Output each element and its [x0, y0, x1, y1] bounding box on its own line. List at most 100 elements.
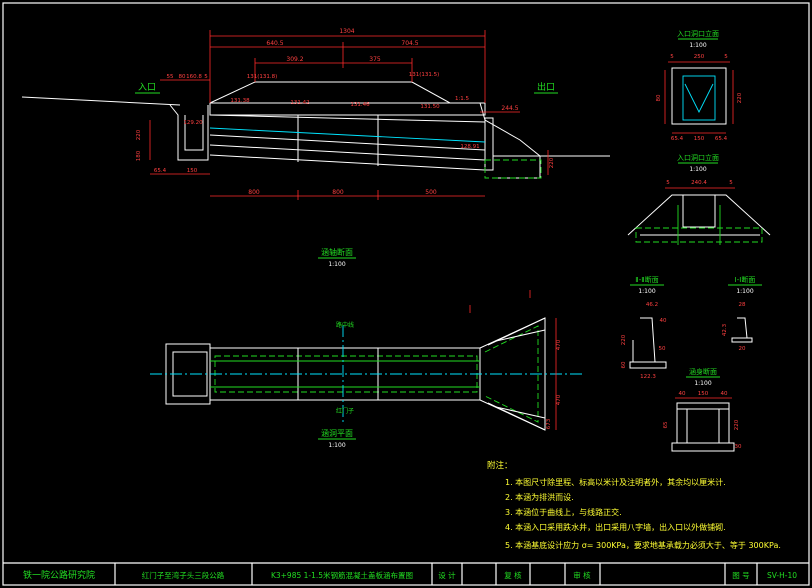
dim-seg3: 500	[425, 189, 437, 196]
elev-outlet-bottom: 128.91	[460, 144, 479, 150]
inlet-well-chute	[684, 83, 714, 114]
plan-dim3: 673	[546, 418, 552, 429]
culvert-bottom-line	[209, 134, 486, 151]
section-1-dim-a: 28	[739, 302, 746, 308]
body-footing	[671, 442, 735, 452]
outlet-elevation: 入口洞口立面 1:100 5 240.4 5	[627, 153, 771, 245]
elev-e3: 131.46	[350, 102, 370, 108]
inlet-elevation: 入口洞口立面 1:100 5 250 5 65.4 150 65.4 220 8…	[656, 29, 743, 142]
section-2-footing	[629, 361, 667, 369]
plan-scale: 1:100	[328, 442, 345, 449]
culvert-axis	[209, 127, 486, 143]
inlet-dim-h: 80	[656, 94, 662, 101]
longitudinal-title: 涵轴断面	[321, 247, 353, 257]
dim-mid2: 375	[369, 56, 381, 63]
inlet-dim-g: 220	[737, 92, 743, 103]
plan-wingwalls-hidden	[484, 325, 539, 423]
section-2-dim-c: 122.3	[640, 374, 656, 380]
section-2-dim-b: 40	[660, 318, 667, 324]
dim-side-h3: 220	[549, 157, 555, 168]
elev-inlet-bottom: 129.20	[183, 120, 203, 126]
dim-seg2: 800	[332, 189, 344, 196]
outlet-dim-a: 5	[666, 180, 670, 186]
dim-right-half: 704.5	[401, 40, 418, 47]
body-dim-a: 40	[679, 391, 686, 397]
dim-left-small4: 5	[204, 74, 208, 80]
elev-e1: 131.38	[230, 98, 250, 104]
section-1-footing	[731, 337, 753, 343]
section-2: Ⅱ-Ⅱ断面 1:100 46.2 40 122.3 50 220 60	[621, 275, 667, 380]
outlet-opening	[682, 194, 716, 228]
note-3: 3. 本涵位于曲线上，与线路正交.	[505, 507, 622, 517]
outlet-label: 出口	[537, 81, 555, 93]
dim-left-small1: 55	[167, 74, 174, 80]
title-approve-label: 审 核	[573, 570, 591, 580]
body-dim-e: 220	[734, 419, 740, 430]
plan-road-label: 路中线	[336, 321, 354, 329]
section-1-wall	[734, 317, 748, 339]
embankment-slope-right	[479, 102, 541, 157]
longitudinal-scale: 1:100	[328, 261, 345, 268]
elev-e4: 131.50	[420, 104, 440, 110]
section-2-dim-f: 60	[621, 361, 627, 368]
section-2-scale: 1:100	[638, 288, 655, 295]
dim-side-h2: 180	[136, 150, 142, 161]
section-1-dim-b: 42.3	[722, 323, 728, 336]
inlet-well-inner	[184, 115, 204, 151]
section-1: Ⅰ-Ⅰ断面 1:100 28 42.3 20	[722, 275, 762, 352]
body-section-scale: 1:100	[694, 380, 711, 387]
title-drawing-no: SV-H-10	[767, 571, 797, 580]
title-block: 铁一院公路研究院 红门子至湾子头三段公路 K3+985 1-1.5米钢筋混凝土盖…	[3, 562, 809, 585]
plan-hatch-w2	[495, 329, 546, 342]
cover-slab	[209, 102, 486, 116]
title-design-label: 设 计	[438, 570, 456, 580]
outlet-headwall	[484, 117, 494, 171]
title-org: 铁一院公路研究院	[23, 569, 95, 581]
section-2-dim-d: 50	[659, 346, 666, 352]
body-cover-slab	[676, 402, 730, 410]
plan-view: 470 470 673 路中线 红门子 涵洞平面 1:100	[150, 290, 585, 449]
inlet-well-outer	[671, 67, 727, 125]
body-dim-d: 65	[663, 421, 669, 428]
inlet-dim-d: 65.4	[671, 136, 684, 142]
notes: 附注： 1. 本图尺寸除里程、标高以米计及注明者外，其余均以厘米计. 2. 本涵…	[487, 460, 781, 550]
title-project: 红门子至湾子头三段公路	[142, 570, 225, 580]
body-section-title: 涵身断面	[689, 367, 717, 376]
body-section: 涵身断面 1:100 40 150 40 65 220 30	[663, 367, 742, 452]
outlet-elevation-scale: 1:100	[689, 166, 706, 173]
note-5: 5. 本涵基底设计应力 σ= 300KPa，要求地基承载力必须大于、等于 300…	[505, 540, 781, 550]
note-1: 1. 本图尺寸除里程、标高以米计及注明者外，其余均以厘米计.	[505, 477, 726, 487]
note-2: 2. 本涵为排洪而设.	[505, 492, 574, 502]
section-2-wall	[632, 317, 656, 363]
elev-left: 131(131.8)	[247, 74, 278, 80]
dim-seg1: 800	[248, 189, 260, 196]
dim-side-h1: 220	[136, 129, 142, 140]
title-drawing: K3+985 1-1.5米钢筋混凝土盖板涵布置图	[271, 570, 413, 580]
outlet-foundation-hidden	[484, 159, 542, 179]
dim-bottom-left2: 150	[187, 168, 198, 174]
dim-mid1: 309.2	[286, 56, 303, 63]
plan-dim1: 470	[556, 339, 562, 350]
outlet-dim-c: 5	[729, 180, 733, 186]
inlet-elevation-scale: 1:100	[689, 42, 706, 49]
dim-bottom-left1: 65.4	[154, 168, 167, 174]
body-wall-right	[718, 408, 730, 444]
dim-left-half: 640.5	[266, 40, 283, 47]
section-1-scale: 1:100	[736, 288, 753, 295]
body-dim-f: 30	[735, 444, 742, 450]
note-4: 4. 本涵入口采用跌水井，出口采用八字墙，出入口以外做铺砌.	[505, 522, 726, 532]
title-drawing-no-label: 图 号	[732, 571, 749, 580]
inlet-dim-a: 5	[670, 54, 674, 60]
foundation-line-1	[209, 144, 486, 161]
outlet-dim-b: 240.4	[691, 180, 707, 186]
inlet-dim-f: 65.4	[715, 136, 728, 142]
outlet-wingwall-outline	[627, 194, 771, 236]
inlet-elevation-title: 入口洞口立面	[677, 29, 719, 38]
plan-hatch-w4	[495, 406, 546, 419]
outlet-foundation-hidden	[635, 227, 763, 243]
section-2-title: Ⅱ-Ⅱ断面	[635, 275, 658, 284]
elev-e2: 131.42	[290, 100, 309, 106]
inlet-dim-c: 5	[724, 54, 728, 60]
section-2-dim-a: 46.2	[646, 302, 658, 308]
